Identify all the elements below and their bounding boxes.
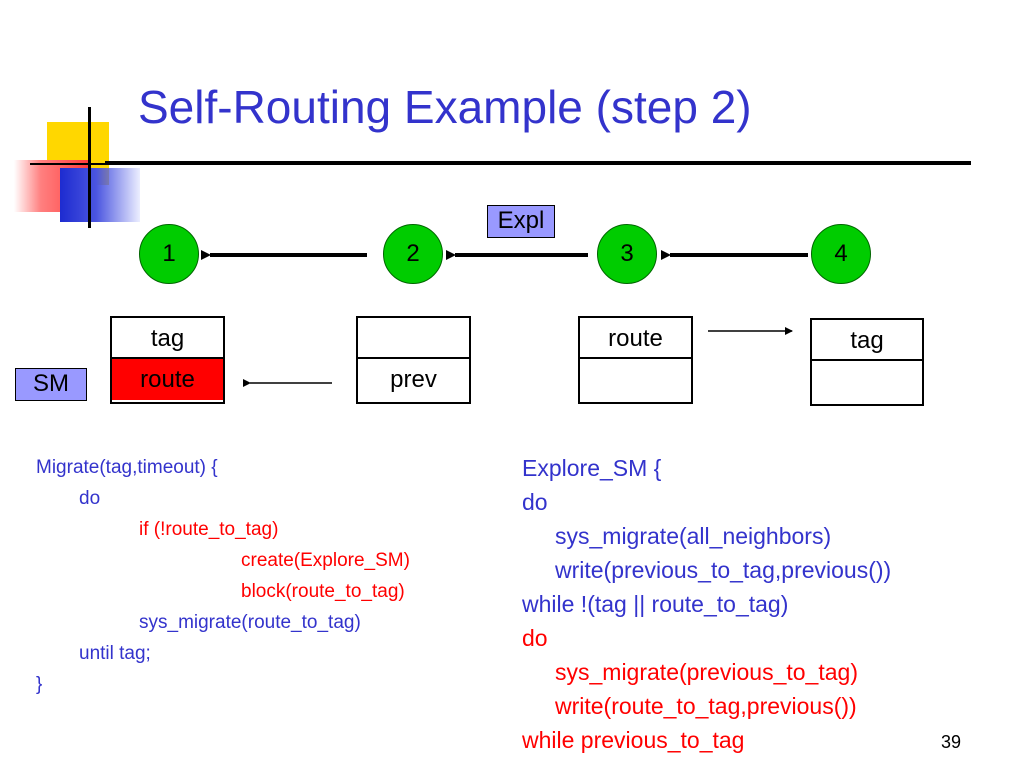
code-right-line-7: sys_migrate(previous_to_tag) <box>555 659 858 685</box>
code-right-line-3: sys_migrate(all_neighbors) <box>555 523 832 549</box>
slide-title: Self-Routing Example (step 2) <box>138 81 752 133</box>
table-cell-route: route <box>580 318 691 359</box>
table-cell-tag: tag <box>812 320 922 361</box>
code-right-line-9: while previous_to_tag <box>522 727 745 753</box>
code-right-line-5: while !(tag || route_to_tag) <box>522 591 789 617</box>
node-4: 4 <box>811 224 871 284</box>
table-cell-route: route <box>112 359 223 400</box>
code-left-line-7: until tag; <box>79 643 151 664</box>
title-underline <box>105 161 971 165</box>
logo-horizontal-line <box>30 163 133 165</box>
node1-table: tag route <box>110 316 225 404</box>
code-left-line-6: sys_migrate(route_to_tag) <box>139 612 361 633</box>
node-1: 1 <box>139 224 199 284</box>
node3-table: route <box>578 316 693 404</box>
table-cell-empty <box>580 359 691 400</box>
logo-vertical-line <box>88 107 91 228</box>
table-cell-empty <box>358 318 469 359</box>
node-2: 2 <box>383 224 443 284</box>
code-left-line-8: } <box>36 674 43 695</box>
node4-table: tag <box>810 318 924 406</box>
code-right-line-4: write(previous_to_tag,previous()) <box>555 557 892 583</box>
code-left-line-5: block(route_to_tag) <box>241 581 405 602</box>
code-right-line-6: do <box>522 625 548 651</box>
code-right-line-2: do <box>522 489 548 515</box>
node2-table: prev <box>356 316 471 404</box>
page-number: 39 <box>941 732 962 752</box>
node-3: 3 <box>597 224 657 284</box>
code-left-line-2: do <box>79 488 101 509</box>
code-left-line-4: create(Explore_SM) <box>241 550 410 571</box>
table-cell-tag: tag <box>112 318 223 359</box>
expl-label: Expl <box>487 205 555 238</box>
table-cell-empty <box>812 361 922 402</box>
code-right-line-1: Explore_SM { <box>522 455 662 481</box>
code-left-line-3: if (!route_to_tag) <box>139 519 279 540</box>
logo-blue-square <box>60 168 140 222</box>
code-right-line-8: write(route_to_tag,previous()) <box>555 693 857 719</box>
code-left-line-1: Migrate(tag,timeout) { <box>36 457 218 478</box>
sm-label: SM <box>15 368 87 401</box>
table-cell-prev: prev <box>390 366 437 393</box>
